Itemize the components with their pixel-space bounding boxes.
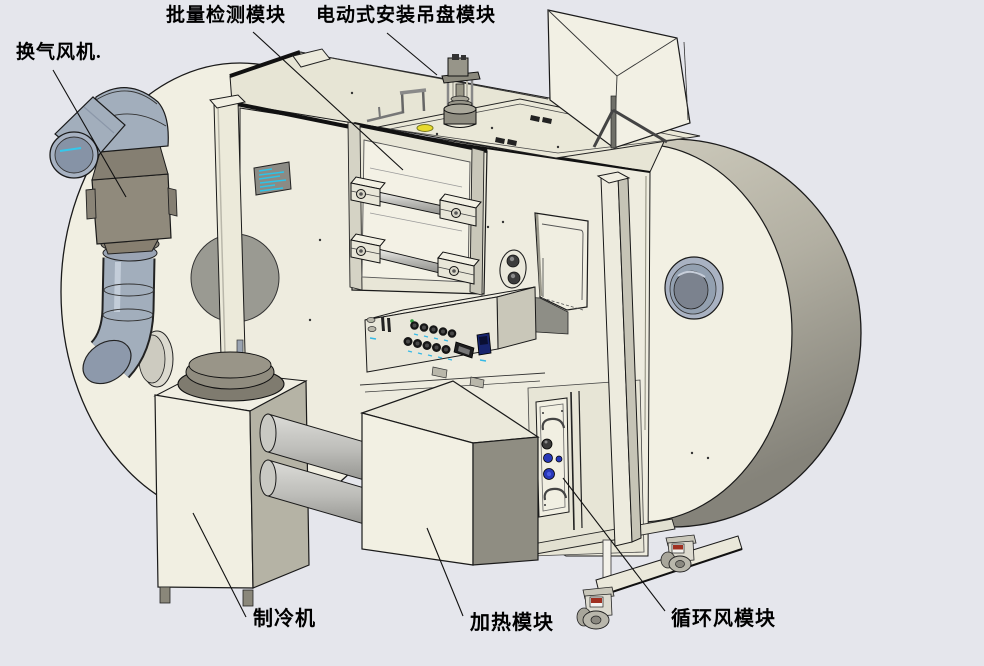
label-circulation-fan-module: 循环风模块 bbox=[671, 608, 776, 630]
nameplate bbox=[253, 161, 292, 196]
hatch-hinge-icon bbox=[495, 115, 552, 146]
leader-batch-detection bbox=[252, 31, 404, 171]
clamp-rail-lower bbox=[350, 233, 480, 285]
label-ventilation-fan: 换气风机. bbox=[16, 42, 102, 63]
label-heating-module: 加热模块 bbox=[470, 612, 554, 634]
knob-plate bbox=[499, 249, 527, 289]
caster-wheel-rear bbox=[660, 534, 697, 573]
heating-module bbox=[359, 380, 540, 566]
chiller-dome bbox=[177, 351, 285, 402]
side-door bbox=[534, 212, 589, 311]
leader-heating bbox=[426, 527, 464, 617]
leader-chiller bbox=[192, 512, 247, 618]
leader-lines bbox=[52, 31, 666, 618]
leader-electric-hoist bbox=[386, 32, 438, 76]
porthole-window bbox=[664, 256, 724, 320]
panel-label-ticks bbox=[369, 333, 487, 362]
circulation-fan-panel bbox=[535, 397, 570, 518]
hopper-funnel bbox=[547, 9, 691, 149]
exhaust-pipe-lower bbox=[82, 257, 156, 385]
label-electric-hoist-module: 电动式安装吊盘模块 bbox=[316, 5, 497, 26]
ventilation-fan-assembly bbox=[49, 87, 178, 388]
electric-hoist-module bbox=[441, 54, 481, 128]
connection-pipes bbox=[259, 413, 386, 531]
batch-detection-module bbox=[347, 121, 488, 296]
clamp-rail-upper bbox=[350, 176, 482, 227]
right-support-post bbox=[596, 171, 642, 547]
label-batch-detection-module: 批量检测模块 bbox=[166, 5, 287, 26]
control-panel bbox=[359, 286, 546, 393]
label-chiller: 制冷机 bbox=[253, 608, 316, 630]
deck-handle bbox=[366, 88, 427, 123]
fan-housing bbox=[85, 145, 178, 255]
control-knobs bbox=[403, 321, 457, 354]
leader-circulation-fan bbox=[562, 477, 666, 612]
leader-ventilation-fan bbox=[52, 69, 127, 198]
caster-wheel-front bbox=[576, 586, 615, 630]
rear-post-cap bbox=[292, 48, 331, 68]
yellow-indicator bbox=[416, 124, 434, 132]
blue-connector-icon bbox=[543, 453, 553, 463]
